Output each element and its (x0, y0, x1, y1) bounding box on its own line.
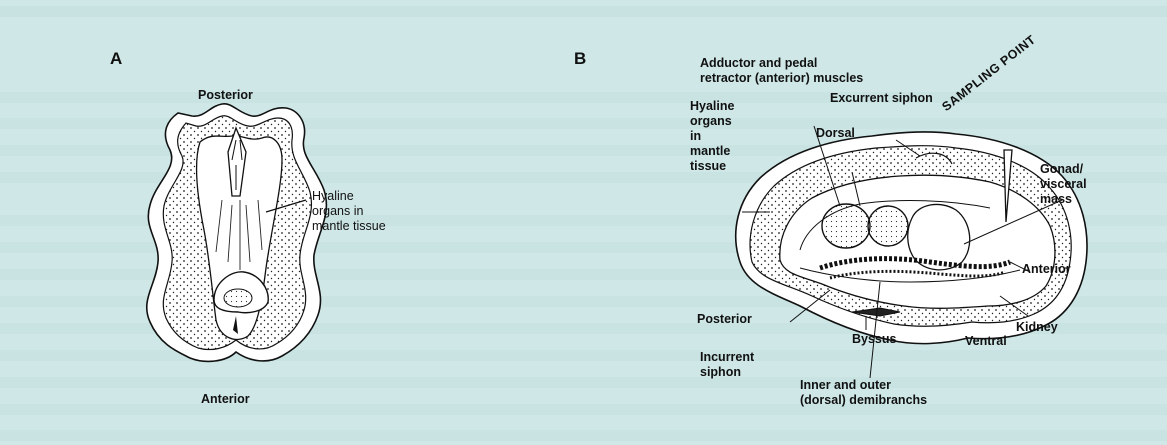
adductor-label-1: Adductor and pedal (700, 56, 817, 70)
anterior-label-b: Anterior (1022, 262, 1071, 276)
gonad-label-1: Gonad/ (1040, 162, 1083, 176)
kidney-label: Kidney (1016, 320, 1058, 334)
panel-b-letter: B (574, 52, 586, 66)
posterior-label-b: Posterior (697, 312, 752, 326)
incurrent-label-2: siphon (700, 365, 741, 379)
ventral-label: Ventral (965, 334, 1007, 348)
adductor-label-2: retractor (anterior) muscles (700, 71, 863, 85)
excurrent-label: Excurrent siphon (830, 91, 933, 105)
byssus-label: Byssus (852, 332, 896, 346)
hyaline-label-b-2: organs (690, 114, 732, 128)
adductor-muscle-b (822, 204, 870, 248)
incurrent-label-1: Incurrent (700, 350, 754, 364)
gonad-label-2: visceral (1040, 177, 1087, 191)
hyaline-label-b-1: Hyaline (690, 99, 734, 113)
gonad-b (908, 204, 970, 269)
hyaline-label-b-4: mantle (690, 144, 730, 158)
hyaline-label-b-5: tissue (690, 159, 726, 173)
gonad-label-3: mass (1040, 192, 1072, 206)
demibranchs-label-2: (dorsal) demibranchs (800, 393, 927, 407)
hyaline-label-b-3: in (690, 129, 701, 143)
dorsal-label: Dorsal (816, 126, 855, 140)
demibranchs-label-1: Inner and outer (800, 378, 891, 392)
